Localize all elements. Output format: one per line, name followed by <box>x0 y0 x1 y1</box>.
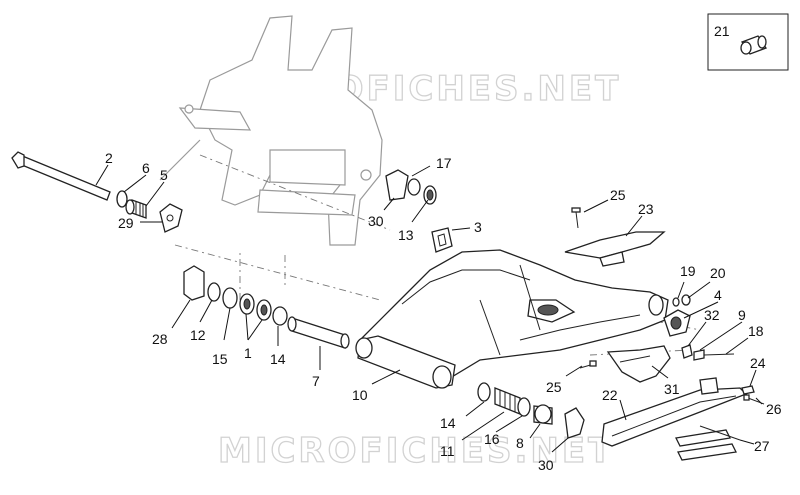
bracket-31 <box>606 345 671 383</box>
callout-11: 11 <box>440 443 455 459</box>
callout-18: 18 <box>748 323 764 339</box>
callout-23: 23 <box>638 201 654 217</box>
frame-ghost <box>159 15 383 246</box>
washer-6 <box>116 190 128 208</box>
callout-14: 14 <box>270 351 286 367</box>
callout-7: 7 <box>312 373 320 389</box>
fasteners-24-26 <box>741 385 765 405</box>
callout-31: 31 <box>664 381 680 397</box>
callout-16: 16 <box>484 431 500 447</box>
pivot-shaft <box>11 151 111 201</box>
callout-25: 25 <box>546 379 562 395</box>
callout-27: 27 <box>754 438 770 454</box>
callout-20: 20 <box>710 265 726 281</box>
plate-29 <box>159 203 183 233</box>
callout-6: 6 <box>142 160 150 176</box>
callout-3: 3 <box>474 219 482 235</box>
callout-5: 5 <box>160 167 168 183</box>
bushing-group-upper <box>385 169 437 205</box>
guide-pads-27 <box>675 425 741 461</box>
callout-24: 24 <box>750 355 766 371</box>
callout-15: 15 <box>212 351 228 367</box>
callout-1: 1 <box>244 345 252 361</box>
callout-8: 8 <box>516 435 524 451</box>
chain-adjuster-group <box>663 294 735 361</box>
callout-13: 13 <box>398 227 414 243</box>
screw-25-upper <box>571 207 581 229</box>
bearing-group-left <box>183 265 288 326</box>
callout-2: 2 <box>105 150 113 166</box>
bearing-group-lower <box>477 382 585 439</box>
cap-3 <box>431 227 453 253</box>
leader-lines <box>95 164 763 453</box>
chain-guard-23 <box>564 231 666 267</box>
assembly-axis-lines <box>174 154 701 356</box>
callout-9: 9 <box>738 307 746 323</box>
callout-29: 29 <box>118 215 134 231</box>
watermark-bottom: MICROFICHES.NET <box>218 431 614 471</box>
plug-part-21 <box>740 35 767 55</box>
swingarm <box>355 249 669 389</box>
callout-30: 30 <box>538 457 554 473</box>
callout-28: 28 <box>152 331 168 347</box>
screw-25-lower <box>579 360 597 369</box>
callout-30: 30 <box>368 213 384 229</box>
inset-box: 21 <box>707 13 789 71</box>
callout-22: 22 <box>602 387 618 403</box>
chain-guide-22 <box>601 377 748 447</box>
callout-32: 32 <box>704 307 720 323</box>
callout-14: 14 <box>440 415 456 431</box>
callout-25: 25 <box>610 187 626 203</box>
callout-4: 4 <box>714 287 722 303</box>
callout-12: 12 <box>190 327 206 343</box>
spacer-tube-7 <box>287 316 350 349</box>
spacer-5 <box>125 199 147 219</box>
inset-label: 21 <box>714 23 730 39</box>
callout-17: 17 <box>436 155 452 171</box>
callout-26: 26 <box>766 401 782 417</box>
callout-10: 10 <box>352 387 368 403</box>
callout-19: 19 <box>680 263 696 279</box>
